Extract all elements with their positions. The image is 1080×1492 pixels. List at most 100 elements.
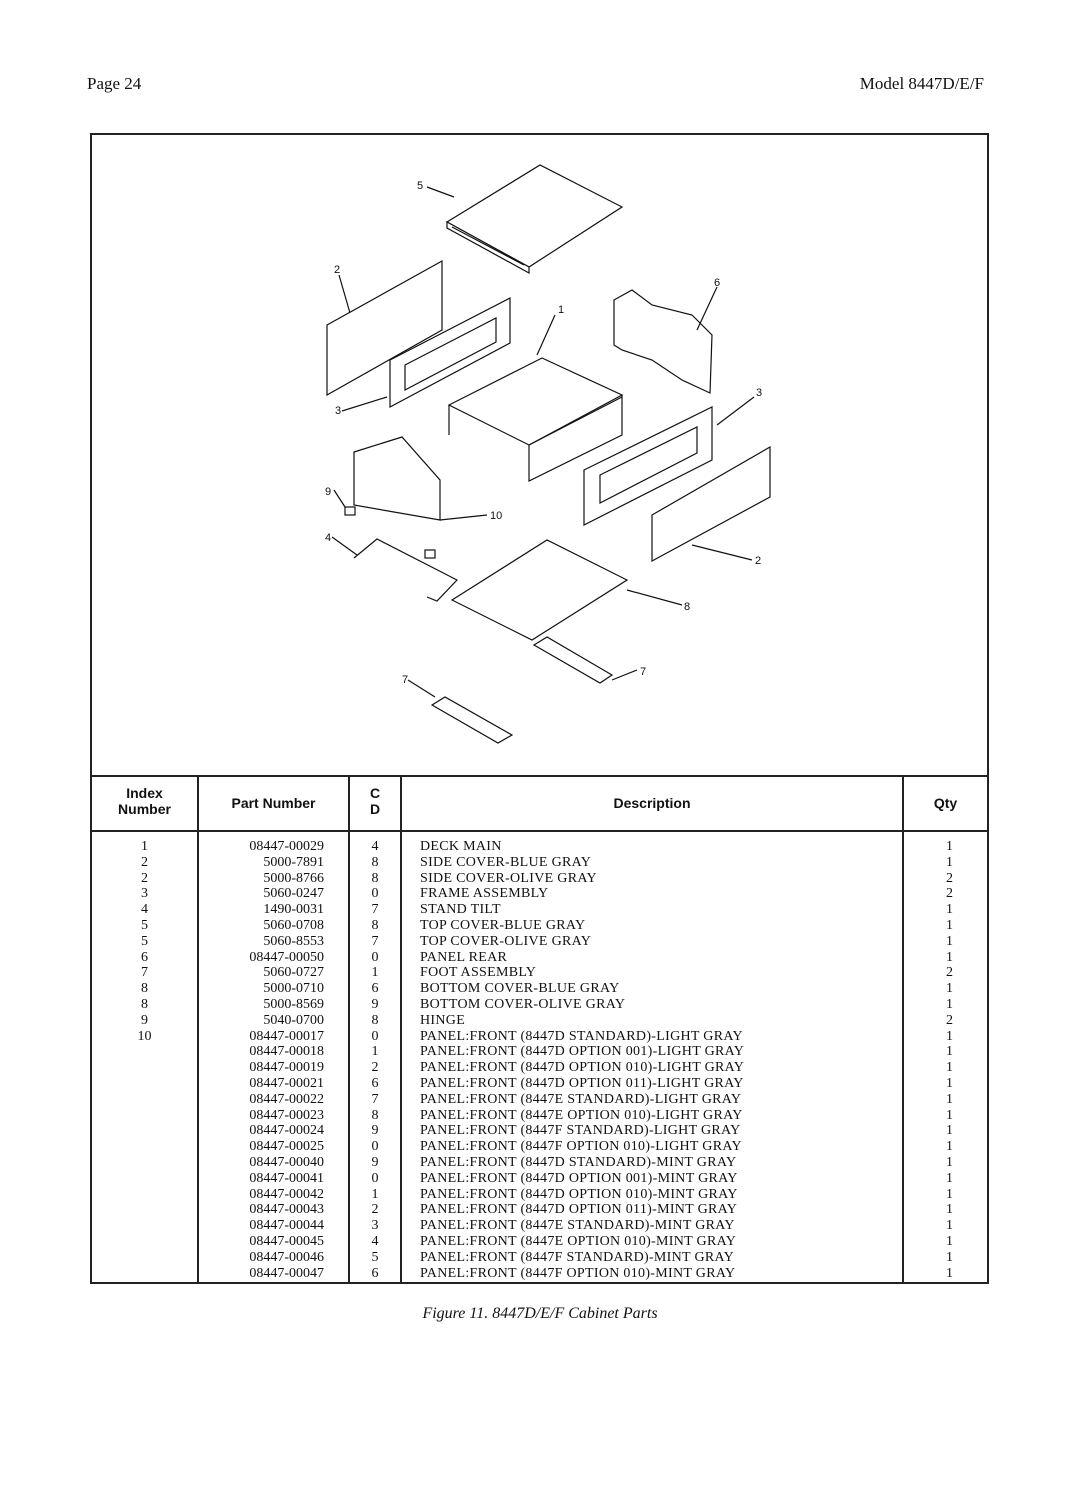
cd-cell: 8	[371, 854, 379, 870]
qty-cell: 1	[946, 1060, 953, 1076]
qty-cell: 2	[946, 965, 953, 981]
description-cell: TOP COVER-OLIVE GRAY	[420, 933, 592, 949]
index-cell: 3	[141, 886, 148, 902]
part-number-cell: 08447-00050	[249, 949, 324, 965]
description-cell: PANEL:FRONT (8447E STANDARD)-LIGHT GRAY	[420, 1091, 742, 1107]
qty-cell: 1	[946, 1044, 953, 1060]
part-number-cell: 08447-00045	[249, 1233, 324, 1249]
part-number-cell: 5060-8553	[263, 933, 324, 949]
description-cell: PANEL:FRONT (8447F STANDARD)-MINT GRAY	[420, 1249, 735, 1265]
part-number-cell: 08447-00041	[249, 1170, 324, 1186]
cd-cell: 8	[371, 917, 379, 933]
description-cell: FOOT ASSEMBLY	[420, 965, 537, 981]
qty-cell: 1	[946, 1154, 953, 1170]
cd-cell: 2	[371, 1060, 379, 1076]
part-number-cell: 08447-00025	[249, 1139, 324, 1155]
description-cell: FRAME ASSEMBLY	[420, 886, 549, 902]
deck-main-part	[447, 357, 624, 482]
qty-cell: 1	[946, 1218, 953, 1234]
cd-cell: 9	[371, 996, 379, 1012]
cd-cell: 6	[371, 981, 379, 997]
index-cell: 5	[141, 933, 148, 949]
callout-label: 7	[640, 666, 646, 678]
qty-cell: 1	[946, 1075, 953, 1091]
index-cell: 7	[141, 965, 148, 981]
index-cell: 10	[137, 1028, 152, 1044]
frame-assembly-part-right	[583, 406, 713, 526]
qty-cell: 1	[946, 1028, 953, 1044]
index-cell: 4	[141, 902, 148, 918]
cd-cell: 0	[371, 1170, 379, 1186]
description-cell: HINGE	[420, 1012, 466, 1028]
qty-cell: 1	[946, 1249, 953, 1265]
foot-assembly-part	[430, 636, 614, 744]
part-number-cell: 08447-00023	[249, 1107, 324, 1123]
qty-cell: 1	[946, 1233, 953, 1249]
cd-cell: 4	[371, 839, 379, 854]
qty-cell: 2	[946, 1012, 953, 1028]
rear-panel-part	[613, 289, 713, 394]
qty-cell: 1	[946, 1091, 953, 1107]
description-cell: SIDE COVER-BLUE GRAY	[420, 854, 592, 870]
part-number-cell: 08447-00029	[249, 839, 324, 854]
part-number-cell: 08447-00047	[249, 1265, 324, 1281]
description-cell: PANEL:FRONT (8447D OPTION 011)-MINT GRAY	[420, 1202, 738, 1218]
index-cell: 8	[141, 981, 148, 997]
cd-cell: 9	[371, 1123, 379, 1139]
cd-cell: 7	[371, 1091, 379, 1107]
part-number-cell: 5000-0710	[263, 981, 324, 997]
description-cell: BOTTOM COVER-OLIVE GRAY	[420, 996, 626, 1012]
callout-label: 7	[402, 674, 408, 686]
front-panel-part	[353, 436, 441, 521]
qty-cell: 1	[946, 839, 953, 854]
stand-tilt-part	[353, 538, 458, 602]
part-number-cell: 5040-0700	[263, 1012, 324, 1028]
description-cell: PANEL:FRONT (8447D OPTION 001)-LIGHT GRA…	[420, 1044, 745, 1060]
cd-cell: 0	[371, 886, 379, 902]
callout-label: 9	[325, 486, 331, 498]
qty-cell: 2	[946, 886, 953, 902]
cd-cell: 9	[371, 1154, 379, 1170]
callout-label: 5	[417, 180, 423, 192]
description-cell: PANEL:FRONT (8447F OPTION 010)-LIGHT GRA…	[420, 1139, 742, 1155]
cd-cell: 6	[371, 1075, 379, 1091]
description-cell: DECK MAIN	[420, 839, 502, 854]
cd-cell: 0	[371, 949, 379, 965]
part-number-cell: 1490-0031	[263, 902, 324, 918]
part-number-cell: 08447-00044	[249, 1218, 324, 1234]
part-number-cell: 08447-00019	[249, 1060, 324, 1076]
description-cell: PANEL:FRONT (8447F STANDARD)-LIGHT GRAY	[420, 1123, 741, 1139]
part-number-cell: 08447-00043	[249, 1202, 324, 1218]
cd-cell: 8	[371, 1107, 379, 1123]
description-cell: PANEL:FRONT (8447D OPTION 010)-MINT GRAY	[420, 1186, 738, 1202]
parts-table: Index Number Part Number C D Description…	[92, 775, 987, 1284]
description-cell: PANEL:FRONT (8447E STANDARD)-MINT GRAY	[420, 1218, 735, 1234]
cd-cell: 0	[371, 1028, 379, 1044]
qty-cell: 1	[946, 996, 953, 1012]
cd-cell: 7	[371, 902, 379, 918]
qty-cell: 1	[946, 1265, 953, 1281]
qty-cell: 1	[946, 933, 953, 949]
description-cell: STAND TILT	[420, 902, 501, 918]
part-number-cell: 08447-00022	[249, 1091, 324, 1107]
qty-cell: 1	[946, 981, 953, 997]
description-cell: SIDE COVER-OLIVE GRAY	[420, 870, 597, 886]
qty-cell: 1	[946, 1186, 953, 1202]
callout-label: 4	[325, 532, 331, 544]
